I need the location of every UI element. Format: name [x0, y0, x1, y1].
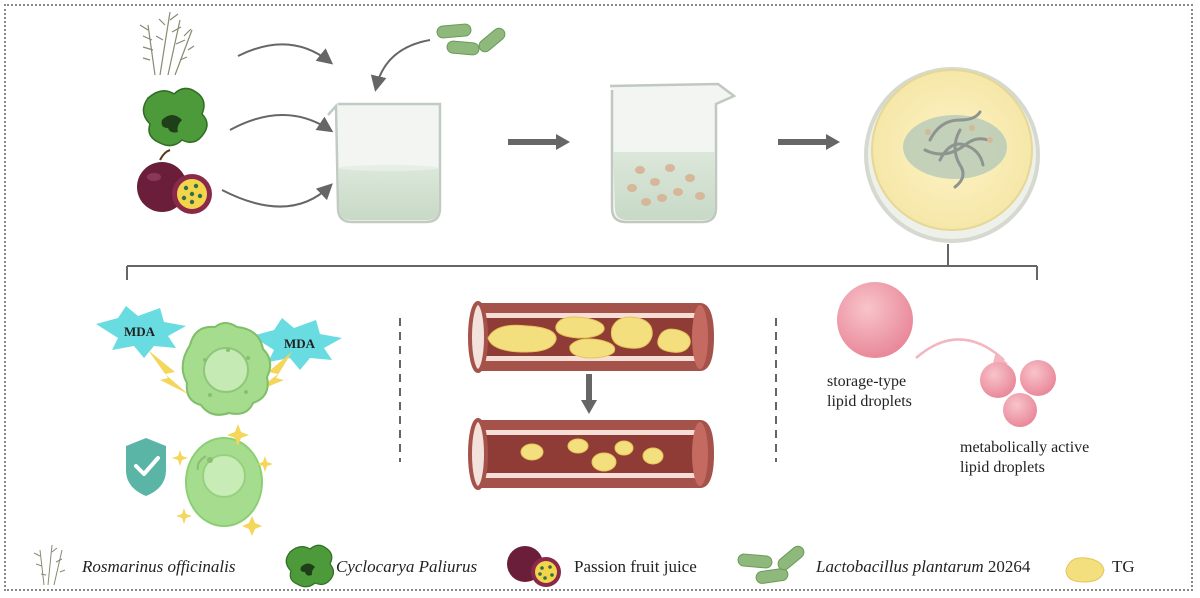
sparkle-icon: [172, 424, 273, 536]
mda-label-left: MDA: [124, 324, 156, 339]
mda-burst-left: [96, 306, 186, 358]
storage-droplets-label-2: lipid droplets: [827, 393, 912, 410]
figure-border: [4, 4, 1193, 591]
passion-fruit-icon: [507, 546, 561, 587]
active-droplets-label-1: metabolically active: [960, 439, 1090, 456]
bacteria-icon: [737, 545, 805, 584]
bacteria-icon: [436, 23, 506, 56]
blood-vessel-icon: [468, 301, 714, 373]
lightning-icon: [148, 350, 292, 394]
rosemary-icon: [33, 544, 66, 586]
outcome-bracket: [126, 244, 1038, 280]
legend-cyclocarya: Cyclocarya Paliurus: [336, 557, 478, 576]
droplet-transition-arrow: [915, 338, 1005, 361]
active-droplets-label-2: lipid droplets: [960, 459, 1045, 476]
cyclocarya-icon: [285, 544, 335, 588]
legend-passion-fruit: Passion fruit juice: [574, 557, 697, 576]
passion-fruit-icon: [137, 149, 212, 214]
fermentation-particles: [627, 164, 705, 206]
petri-dish-icon: [864, 67, 1040, 243]
legend-lactobacillus: Lactobacillus plantarum 20264: [816, 557, 1031, 576]
beaker-icon: [327, 102, 442, 224]
rosemary-icon: [139, 11, 195, 76]
nematode-worms: [923, 110, 992, 189]
shield-check-icon: [126, 438, 166, 496]
tg-deposits: [520, 438, 664, 472]
tg-deposits: [487, 316, 691, 359]
damaged-cell-icon: [181, 322, 272, 416]
legend-tg: TG: [1112, 557, 1135, 576]
cyclocarya-icon: [142, 87, 208, 147]
blood-vessel-icon: [468, 418, 714, 490]
healthy-cell-icon: [185, 437, 263, 527]
tg-icon: [1065, 557, 1105, 583]
beaker-icon: [609, 82, 737, 224]
mda-label-right: MDA: [284, 336, 316, 351]
lipid-droplet-icon: [980, 360, 1056, 427]
storage-droplets-label-1: storage-type: [827, 373, 907, 390]
input-arrows: [221, 39, 431, 208]
legend-rosmarinus: Rosmarinus officinalis: [82, 557, 236, 576]
mda-burst-right: [252, 318, 342, 370]
lipid-droplet-icon: [837, 282, 913, 358]
